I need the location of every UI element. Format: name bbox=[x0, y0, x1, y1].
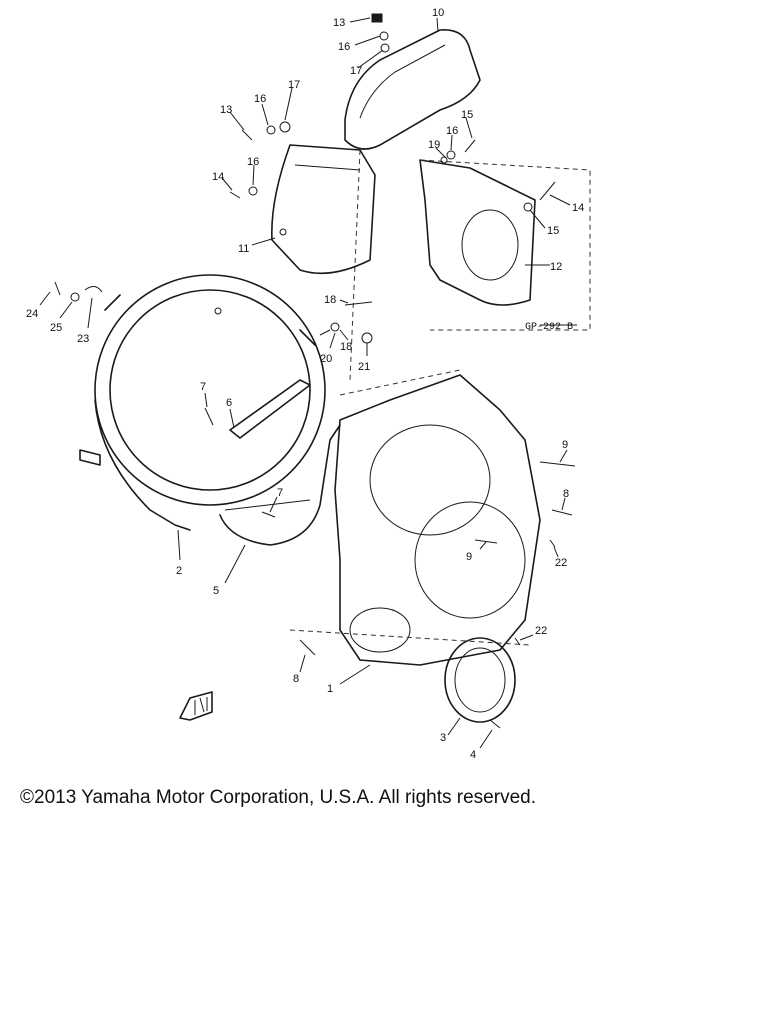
callout-20: 20 bbox=[320, 353, 332, 365]
callout-14: 14 bbox=[572, 202, 584, 214]
callout-16-mid: 16 bbox=[254, 93, 266, 105]
callout-9-right: 9 bbox=[562, 439, 568, 451]
callout-7-upper: 7 bbox=[200, 381, 206, 393]
callout-2: 2 bbox=[176, 565, 182, 577]
callout-17-top: 17 bbox=[350, 65, 362, 77]
callout-15-right: 15 bbox=[547, 225, 559, 237]
part-6-strap bbox=[229, 379, 311, 439]
exploded-parts-diagram: 13 16 17 10 13 16 17 14 16 11 19 16 15 1… bbox=[26, 7, 591, 761]
part-5-bracket bbox=[219, 424, 341, 546]
callout-6: 6 bbox=[226, 397, 232, 409]
part-3-gasket bbox=[444, 637, 516, 723]
callout-16-top: 16 bbox=[338, 41, 350, 53]
callout-5: 5 bbox=[213, 585, 219, 597]
callout-8-left: 8 bbox=[293, 673, 299, 685]
hardware-bolts-washers bbox=[54, 13, 576, 729]
callout-9-center: 9 bbox=[466, 551, 472, 563]
part-12-side-cover bbox=[419, 159, 591, 331]
part-10-upper-duct bbox=[344, 29, 481, 381]
callout-3: 3 bbox=[440, 732, 446, 744]
callout-21: 21 bbox=[358, 361, 370, 373]
callout-11: 11 bbox=[238, 243, 249, 255]
callout-4: 4 bbox=[470, 749, 476, 761]
callout-16-low: 16 bbox=[247, 156, 259, 168]
callout-8-right: 8 bbox=[563, 488, 569, 500]
ref-code-label: GP-292 B bbox=[525, 322, 573, 333]
leader-lines bbox=[39, 17, 577, 749]
callout-13-top: 13 bbox=[333, 17, 345, 29]
part-11-upper-shroud bbox=[271, 144, 376, 275]
callout-13-mid: 13 bbox=[220, 104, 232, 116]
part-1-main-cover bbox=[289, 369, 541, 666]
copyright-notice: ©2013 Yamaha Motor Corporation, U.S.A. A… bbox=[20, 787, 536, 808]
callout-13-low: 14 bbox=[212, 171, 224, 183]
part-2-fan-housing bbox=[79, 274, 326, 531]
callout-15-top: 15 bbox=[461, 109, 473, 121]
callout-7-lower: 7 bbox=[277, 487, 283, 499]
callout-12: 12 bbox=[550, 261, 562, 273]
callout-24: 24 bbox=[26, 308, 38, 320]
callout-18-mid: 18 bbox=[340, 341, 352, 353]
front-arrow-icon bbox=[179, 691, 213, 721]
callout-labels: 13 16 17 10 13 16 17 14 16 11 19 16 15 1… bbox=[26, 7, 584, 761]
callout-17-mid: 17 bbox=[288, 79, 300, 91]
callout-25: 25 bbox=[50, 322, 62, 334]
callout-1: 1 bbox=[327, 683, 333, 695]
callout-19: 19 bbox=[428, 139, 440, 151]
callout-22-right: 22 bbox=[555, 557, 567, 569]
callout-22-lower: 22 bbox=[535, 625, 547, 637]
callout-16-right: 16 bbox=[446, 125, 458, 137]
callout-10: 10 bbox=[432, 7, 444, 19]
callout-23: 23 bbox=[77, 333, 89, 345]
callout-18-top: 18 bbox=[324, 294, 336, 306]
